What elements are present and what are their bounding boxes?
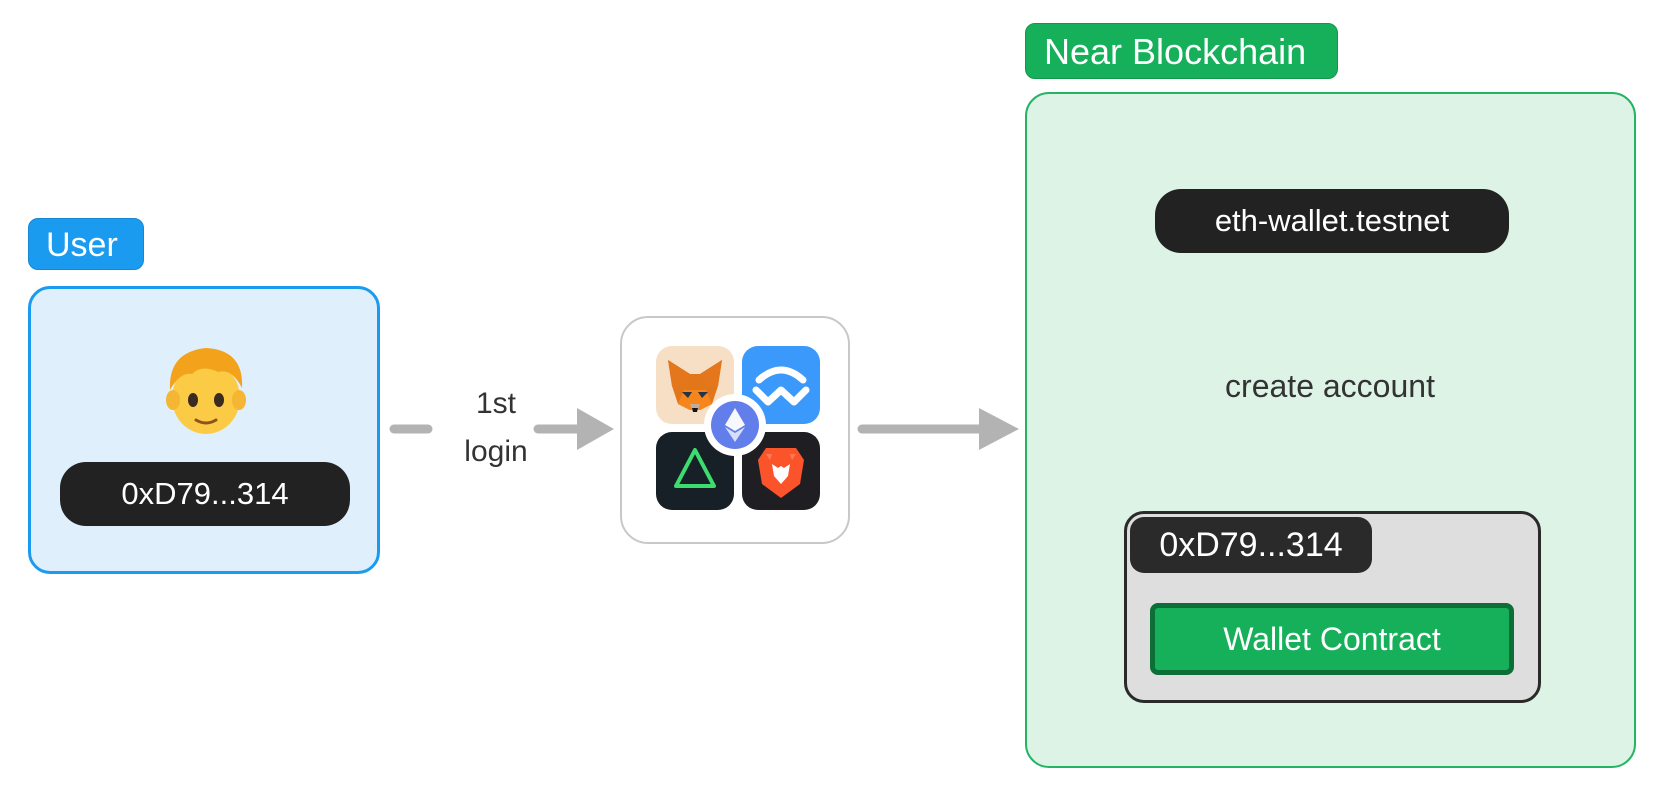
user-tag: User: [28, 218, 144, 270]
contract-address-badge: 0xD79...314: [1130, 517, 1372, 573]
account-name-pill: eth-wallet.testnet: [1155, 189, 1509, 253]
near-blockchain-tag-label: Near Blockchain: [1044, 31, 1307, 72]
account-name-text: eth-wallet.testnet: [1214, 203, 1450, 238]
user-address-pill: 0xD79...314: [60, 462, 350, 526]
login-arrowhead: [577, 408, 614, 450]
contract-address-text: 0xD79...314: [1159, 526, 1343, 564]
user-avatar-icon: [166, 348, 246, 434]
wallet-contract-label: Wallet Contract: [1223, 621, 1441, 657]
create-account-label: create account: [1225, 368, 1435, 404]
wallet-contract-button[interactable]: Wallet Contract: [1150, 603, 1514, 675]
near-arrowhead: [979, 408, 1019, 450]
brave-wallet-icon[interactable]: [742, 432, 820, 510]
first-login-line1: 1st: [475, 387, 517, 420]
near-blockchain-tag: Near Blockchain: [1025, 23, 1338, 79]
first-login-line2: login: [464, 435, 528, 468]
first-login-label: 1st login: [440, 380, 552, 476]
user-tag-label: User: [46, 226, 118, 264]
user-address-text: 0xD79...314: [121, 476, 289, 511]
ethereum-icon: [704, 394, 766, 456]
